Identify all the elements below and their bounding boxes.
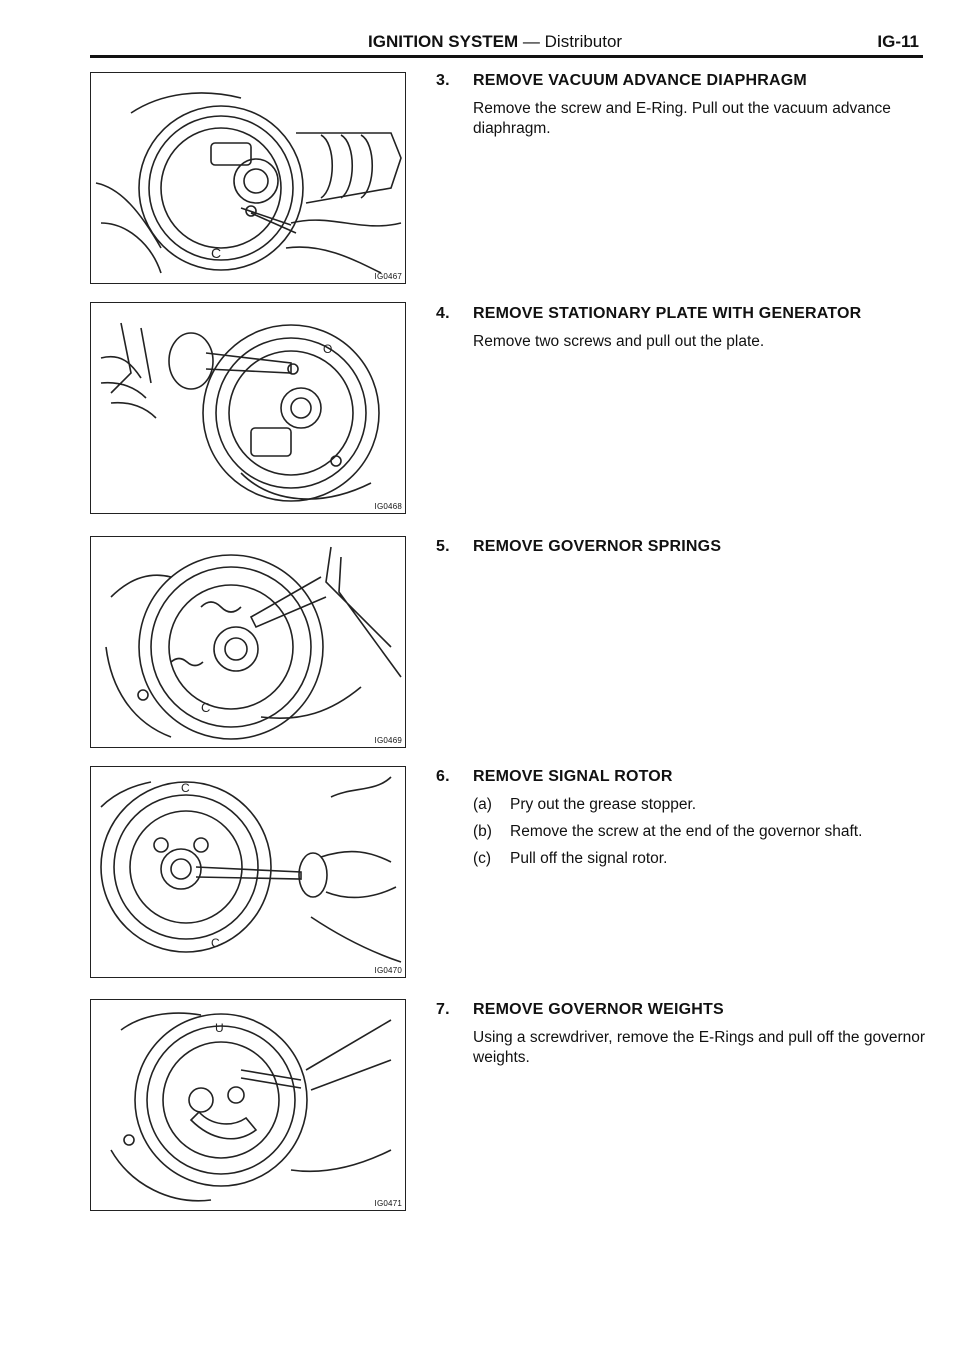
substep-letter: (b)	[473, 823, 492, 840]
page-header: IGNITION SYSTEM — Distributor IG-11	[90, 30, 923, 58]
figure-signal-rotor: C C IG0470	[90, 766, 406, 978]
step-title: REMOVE SIGNAL ROTOR	[473, 768, 673, 785]
step-heading: 7. REMOVE GOVERNOR WEIGHTS	[436, 1001, 926, 1019]
distributor-illustration: U	[110, 1012, 392, 1202]
step-heading: 4. REMOVE STATIONARY PLATE WITH GENERATOR	[436, 305, 926, 323]
substep-letter: (c)	[473, 850, 492, 867]
substep-text: Pull off the signal rotor.	[510, 850, 668, 867]
svg-text:C: C	[211, 936, 220, 950]
page-number: IG-11	[877, 32, 919, 51]
figure-stationary-plate: O IG0468	[90, 302, 406, 514]
svg-text:O: O	[323, 342, 332, 356]
figure-vacuum-advance: C IG0467	[90, 72, 406, 284]
substep-text: Pry out the grease stopper.	[510, 796, 697, 813]
substep-b: (b) Remove the screw at the end of the go…	[473, 822, 926, 842]
step-5: 5. REMOVE GOVERNOR SPRINGS	[436, 538, 926, 556]
step-number: 4.	[436, 305, 450, 322]
step-heading: 5. REMOVE GOVERNOR SPRINGS	[436, 538, 926, 556]
step-body: Remove the screw and E-Ring. Pull out th…	[473, 100, 891, 137]
svg-text:U: U	[215, 1021, 224, 1035]
header-rule	[90, 55, 923, 58]
header-title: IGNITION SYSTEM — Distributor	[368, 32, 623, 51]
figure-code: IG0468	[374, 502, 402, 511]
figure-code: IG0470	[374, 966, 402, 975]
step-heading: 3. REMOVE VACUUM ADVANCE DIAPHRAGM	[436, 72, 926, 90]
step-3: 3. REMOVE VACUUM ADVANCE DIAPHRAGM Remove…	[436, 72, 926, 139]
svg-text:C: C	[181, 781, 190, 795]
step-title: REMOVE GOVERNOR WEIGHTS	[473, 1001, 724, 1018]
distributor-illustration: C	[95, 92, 402, 274]
step-title: REMOVE VACUUM ADVANCE DIAPHRAGM	[473, 72, 807, 89]
distributor-illustration: C	[105, 546, 402, 740]
figure-governor-springs: C IG0469	[90, 536, 406, 748]
step-body: Remove two screws and pull out the plate…	[473, 333, 765, 350]
step-number: 6.	[436, 768, 450, 785]
step-4: 4. REMOVE STATIONARY PLATE WITH GENERATOR…	[436, 305, 926, 352]
figure-code: IG0467	[374, 272, 402, 281]
figure-code: IG0469	[374, 736, 402, 745]
step-7: 7. REMOVE GOVERNOR WEIGHTS Using a screwd…	[436, 1001, 926, 1068]
step-number: 3.	[436, 72, 450, 89]
substep-c: (c) Pull off the signal rotor.	[473, 849, 926, 869]
distributor-illustration: C C	[100, 776, 402, 963]
step-title: REMOVE STATIONARY PLATE WITH GENERATOR	[473, 305, 862, 322]
distributor-illustration: O	[100, 322, 380, 502]
substep-a: (a) Pry out the grease stopper.	[473, 795, 926, 815]
step-heading: 6. REMOVE SIGNAL ROTOR	[436, 768, 926, 786]
svg-text:C: C	[201, 700, 210, 715]
substep-text: Remove the screw at the end of the gover…	[510, 823, 863, 840]
step-body: Using a screwdriver, remove the E-Rings …	[473, 1029, 926, 1066]
figure-code: IG0471	[374, 1199, 402, 1208]
figure-governor-weights: U IG0471	[90, 999, 406, 1211]
step-number: 7.	[436, 1001, 450, 1018]
step-6: 6. REMOVE SIGNAL ROTOR (a) Pry out the gre…	[436, 768, 926, 869]
step-title: REMOVE GOVERNOR SPRINGS	[473, 538, 722, 555]
step-number: 5.	[436, 538, 450, 555]
svg-text:C: C	[211, 245, 221, 261]
substep-letter: (a)	[473, 796, 492, 813]
